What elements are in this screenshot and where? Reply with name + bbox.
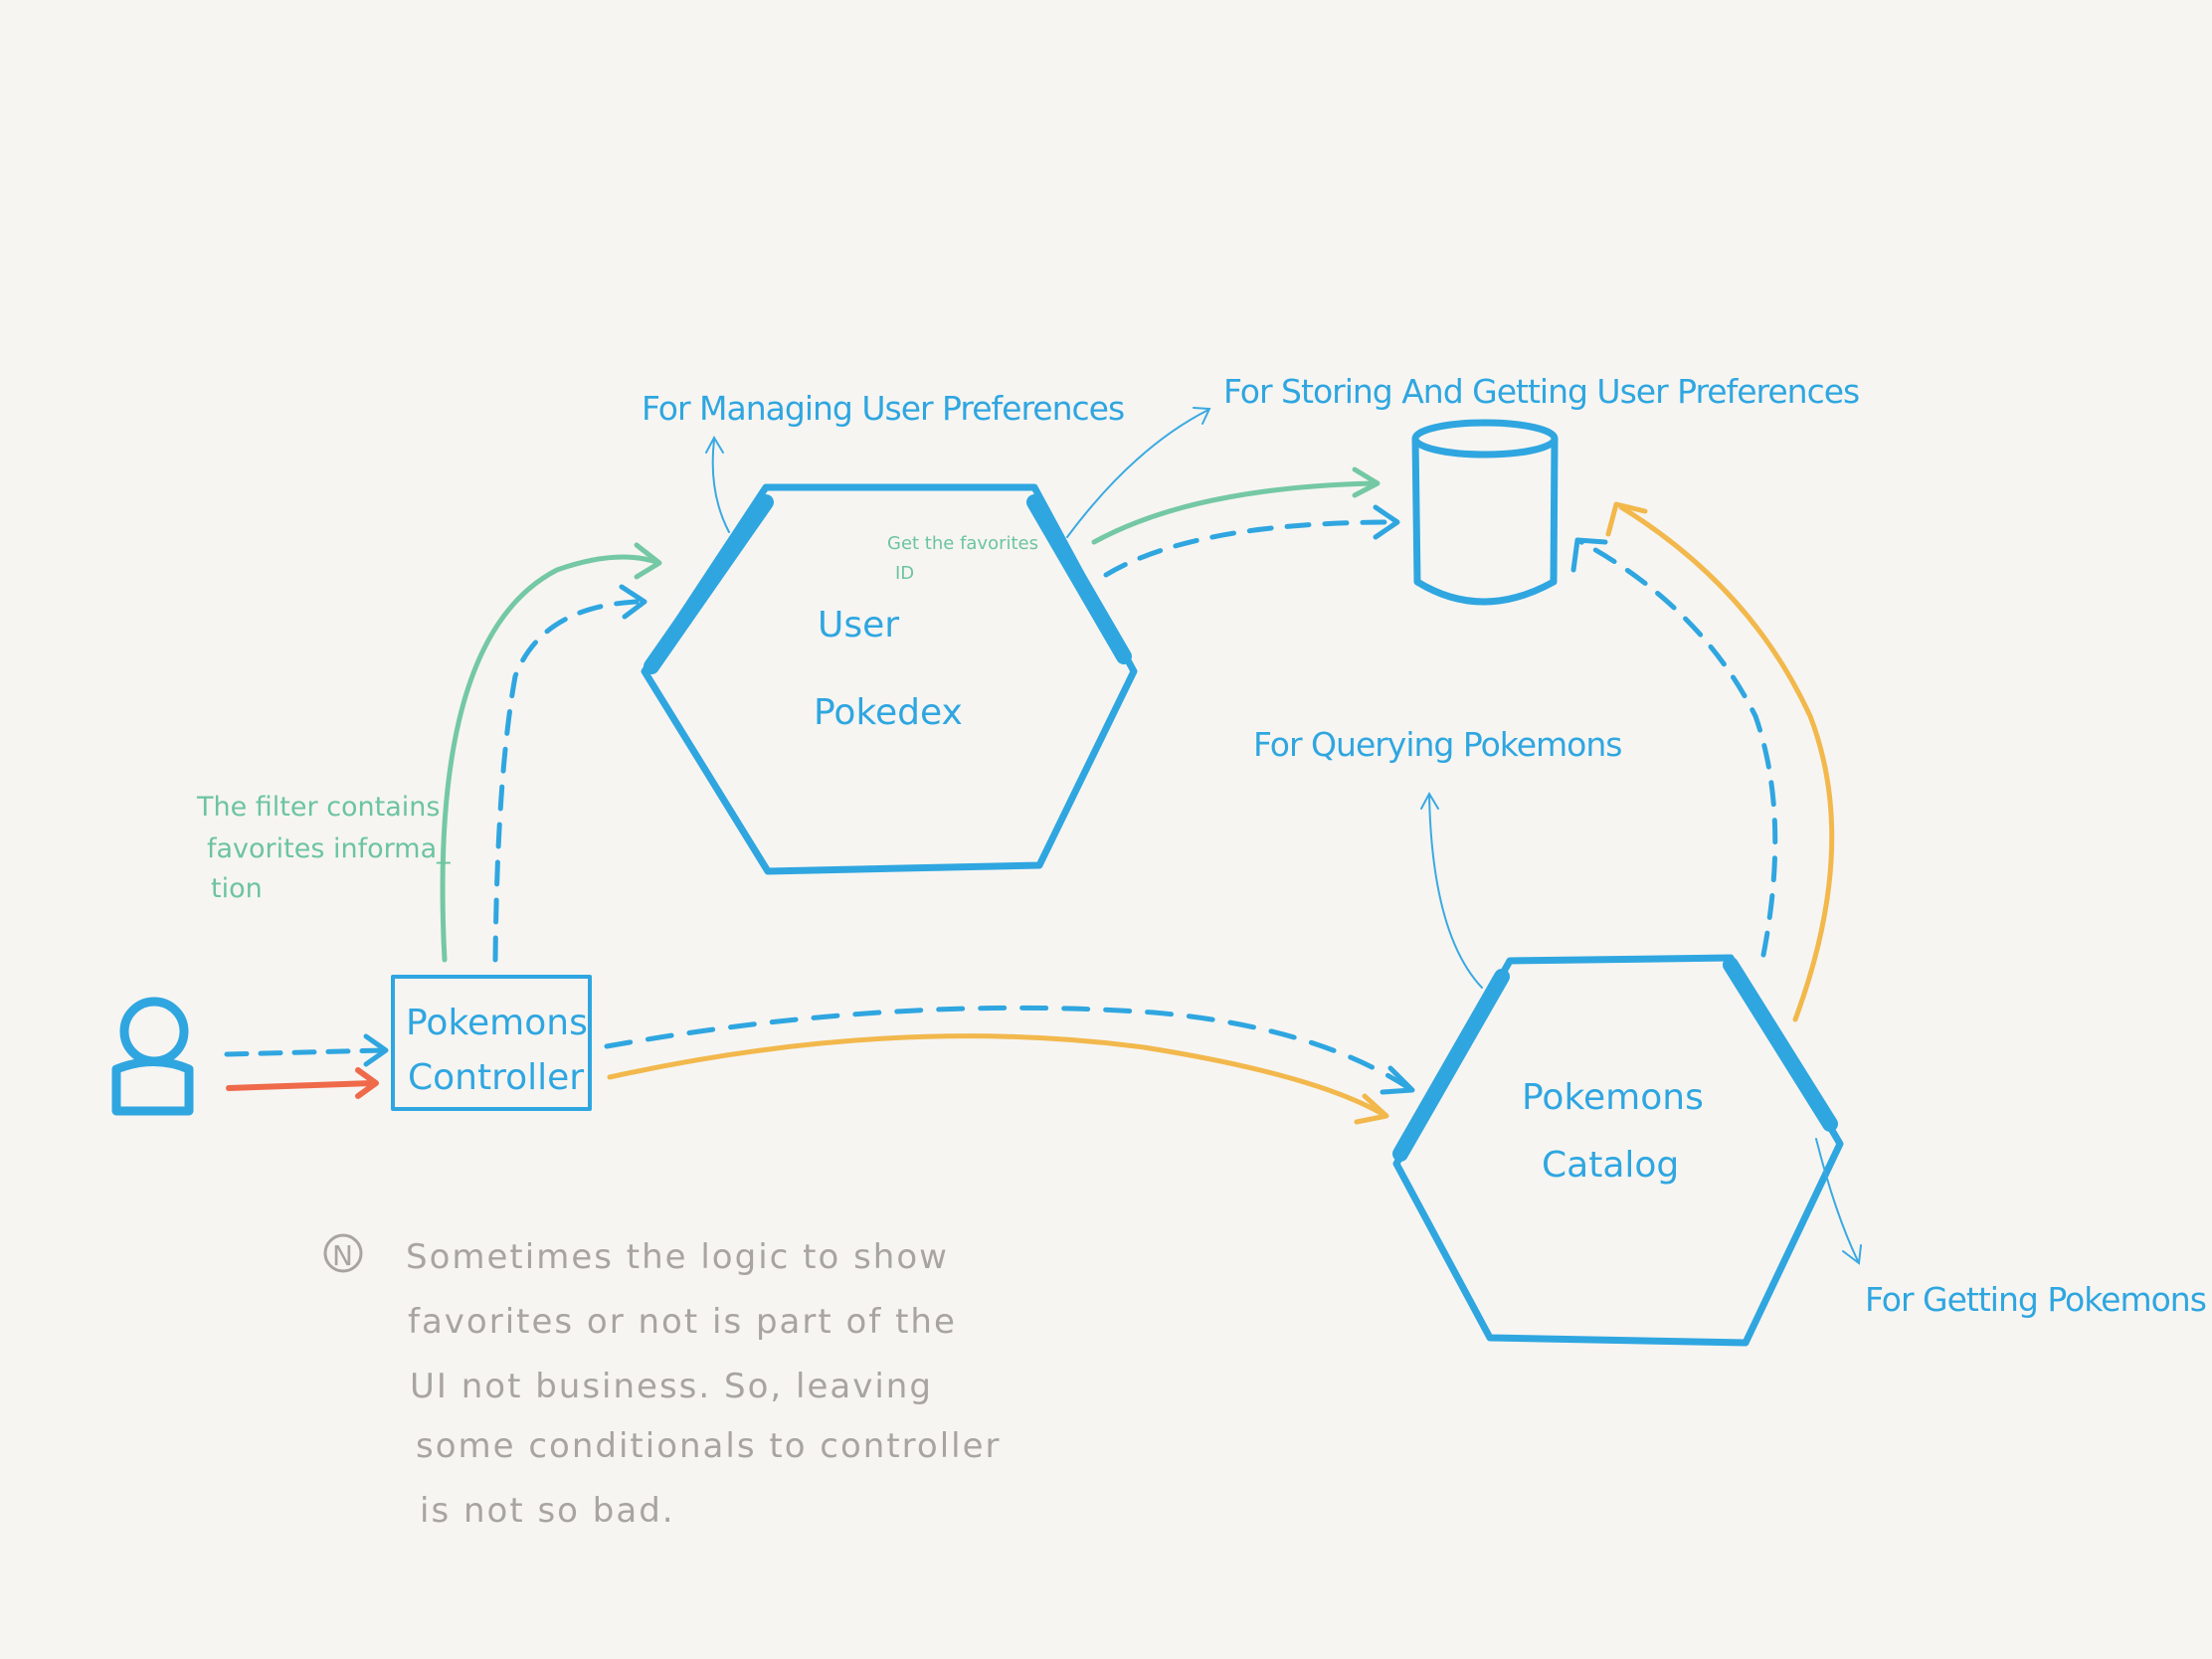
note-block: N Sometimes the logic to show favorites … [323,1233,1002,1531]
note-marker: N [332,1239,353,1272]
note-line4: some conditionals to controller [416,1426,1002,1466]
database-cylinder [1411,419,1559,606]
catalog-to-db-dashed-arrow [1570,537,1778,958]
managing-prefs-pointer [705,435,730,533]
controller-to-catalog-yellow-arrow [607,1033,1389,1125]
user-actor-icon [111,997,194,1116]
pokemons-controller-box: Pokemons Controller [391,975,592,1111]
user-pokedex-label-line2: Pokedex [814,692,963,733]
pokemons-catalog-hexagon: Pokemons Catalog [1392,954,1844,1347]
favorites-id-annotation-line1: Get the favorites [887,533,1038,554]
pokedex-to-db-green-arrow [1091,466,1381,545]
actor-dashed-arrow [224,1033,389,1067]
controller-to-pokedex-green-arrow [440,542,662,963]
getting-pokemons-pointer [1815,1138,1862,1265]
note-line5: is not so bad. [420,1491,675,1531]
getting-pokemons-label: For Getting Pokemons [1865,1280,2206,1319]
note-line1: Sometimes the logic to show [406,1237,949,1277]
actor-red-arrow [226,1067,379,1099]
controller-to-catalog-dashed-arrow [604,1005,1415,1095]
user-pokedex-label-line1: User [818,605,899,645]
storing-prefs-label: For Storing And Getting User Preferences [1223,372,1859,411]
filter-annotation-line1: The filter contains [196,792,440,823]
note-line2: favorites or not is part of the [408,1302,957,1342]
querying-pokemons-pointer [1420,791,1483,989]
note-line3: UI not business. So, leaving [410,1367,933,1406]
querying-pokemons-label: For Querying Pokemons [1253,725,1621,764]
filter-annotation-line3: tion [211,873,263,904]
note-marker-circle [323,1233,363,1273]
favorites-id-annotation-line2: ID [895,563,914,584]
pokemons-catalog-label-line2: Catalog [1542,1145,1679,1186]
user-pokedex-hexagon: User Pokedex [641,483,1138,875]
controller-label-line2: Controller [408,1057,584,1098]
controller-to-pokedex-dashed-arrow [492,584,647,963]
filter-annotation-line2: favorites informa_ [207,833,451,864]
storing-prefs-pointer [1066,407,1211,538]
pokedex-to-db-dashed-arrow [1103,504,1400,578]
pokemons-catalog-label-line1: Pokemons [1522,1077,1704,1118]
catalog-to-db-yellow-arrow [1605,501,1835,1022]
managing-prefs-label: For Managing User Preferences [642,389,1124,428]
controller-label-line1: Pokemons [406,1003,588,1043]
